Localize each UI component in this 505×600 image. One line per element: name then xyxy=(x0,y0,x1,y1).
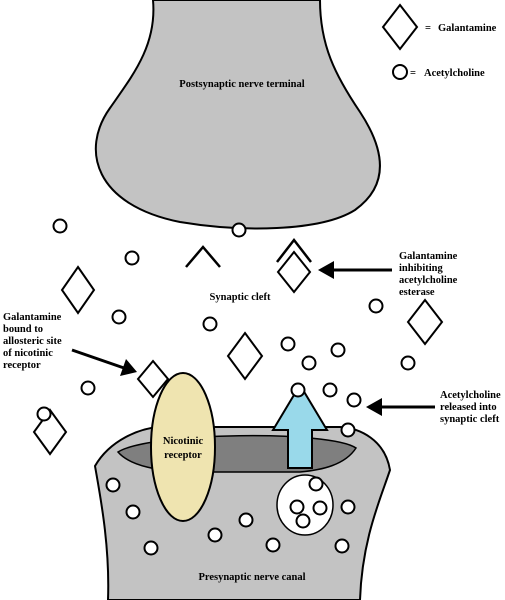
acetylcholine-circle xyxy=(340,499,356,515)
acetylcholine-circle xyxy=(301,355,317,371)
galantamine-molecules xyxy=(32,250,444,456)
legend-galantamine-label: Galantamine xyxy=(438,23,497,34)
annotation-allosteric: Galantamine bound to allosteric site of … xyxy=(3,312,137,376)
acetylcholine-circle xyxy=(125,504,141,520)
annotation-inhibiting-arrowhead xyxy=(318,261,334,279)
galantamine-diamond xyxy=(136,359,170,399)
legend-acetylcholine-symbol xyxy=(392,64,408,80)
postsynaptic-label: Postsynaptic nerve terminal xyxy=(179,79,304,90)
annotation-released: Acetylcholine released into synaptic cle… xyxy=(366,390,501,425)
acetylcholine-presynaptic xyxy=(105,476,356,556)
acetylcholine-circle xyxy=(207,527,223,543)
acetylcholine-circle xyxy=(289,499,305,515)
acetylcholine-circle xyxy=(330,342,346,358)
acetylcholine-circle xyxy=(368,298,384,314)
postsynaptic-terminal xyxy=(94,0,381,230)
acetylcholine-circle xyxy=(308,476,324,492)
galantamine-diamond xyxy=(406,298,444,346)
annotation-inhibiting-line-1: Galantamine xyxy=(399,251,458,262)
acetylcholine-circle xyxy=(124,250,140,266)
acetylcholine-circle xyxy=(111,309,127,325)
annotation-inhibiting-line-3: acetylcholine xyxy=(399,275,458,286)
acetylcholine-circle xyxy=(400,355,416,371)
receptor-label-line-1: Nicotinic xyxy=(163,436,204,447)
annotation-allosteric-arrow xyxy=(71,348,125,370)
galantamine-diamond xyxy=(226,331,264,381)
acetylcholine-circle xyxy=(280,336,296,352)
acetylcholine-molecules xyxy=(36,218,416,438)
acetylcholine-circle xyxy=(334,538,350,554)
annotation-allosteric-line-1: Galantamine xyxy=(3,312,62,323)
legend-galantamine-symbol xyxy=(381,3,419,51)
annotation-released-line-3: synaptic cleft xyxy=(440,414,500,425)
nicotinic-receptor xyxy=(150,372,216,522)
acetylcholine-circle xyxy=(295,513,311,529)
galantamine-diamond xyxy=(60,265,96,315)
presynaptic-label: Presynaptic nerve canal xyxy=(198,572,305,583)
postsynaptic-receptor-caret-left xyxy=(185,245,221,268)
annotation-released-line-2: released into xyxy=(440,402,497,413)
acetylcholine-circle xyxy=(265,537,281,553)
annotation-allosteric-line-4: of nicotinic xyxy=(3,348,53,359)
annotation-allosteric-line-3: allosteric site xyxy=(3,336,62,347)
acetylcholine-circle xyxy=(52,218,68,234)
acetylcholine-circle xyxy=(36,406,52,422)
annotation-inhibiting-line-2: inhibiting xyxy=(399,263,444,274)
acetylcholine-circle xyxy=(312,500,328,516)
annotation-released-line-1: Acetylcholine xyxy=(440,390,501,401)
receptor-label-line-2: receptor xyxy=(164,450,202,461)
acetylcholine-circle xyxy=(202,316,218,332)
annotation-inhibiting-line-4: esterase xyxy=(399,287,435,298)
acetylcholine-circle xyxy=(346,392,362,408)
acetylcholine-circle xyxy=(105,477,121,493)
legend-acetylcholine-label: Acetylcholine xyxy=(424,68,485,79)
acetylcholine-circle xyxy=(340,422,356,438)
annotation-allosteric-arrowhead xyxy=(120,359,137,376)
legend-galantamine-separator: = xyxy=(425,23,431,34)
postsynaptic-receptor-caret-right xyxy=(276,237,312,263)
annotation-inhibiting: Galantamine inhibiting acetylcholine est… xyxy=(318,251,458,298)
release-arrow xyxy=(271,383,329,469)
acetylcholine-circle xyxy=(290,382,306,398)
legend-acetylcholine-separator: = xyxy=(410,68,416,79)
acetylcholine-circle xyxy=(231,222,247,238)
synaptic-cleft-label: Synaptic cleft xyxy=(210,292,271,303)
acetylcholine-circle xyxy=(143,540,159,556)
annotation-allosteric-line-2: bound to xyxy=(3,324,43,335)
annotation-allosteric-line-5: receptor xyxy=(3,360,41,371)
legend: = Galantamine = Acetylcholine xyxy=(381,3,497,80)
galantamine-diamond xyxy=(276,250,312,294)
acetylcholine-circle xyxy=(322,382,338,398)
acetylcholine-circle xyxy=(238,512,254,528)
annotation-released-arrowhead xyxy=(366,398,382,416)
acetylcholine-circle xyxy=(80,380,96,396)
